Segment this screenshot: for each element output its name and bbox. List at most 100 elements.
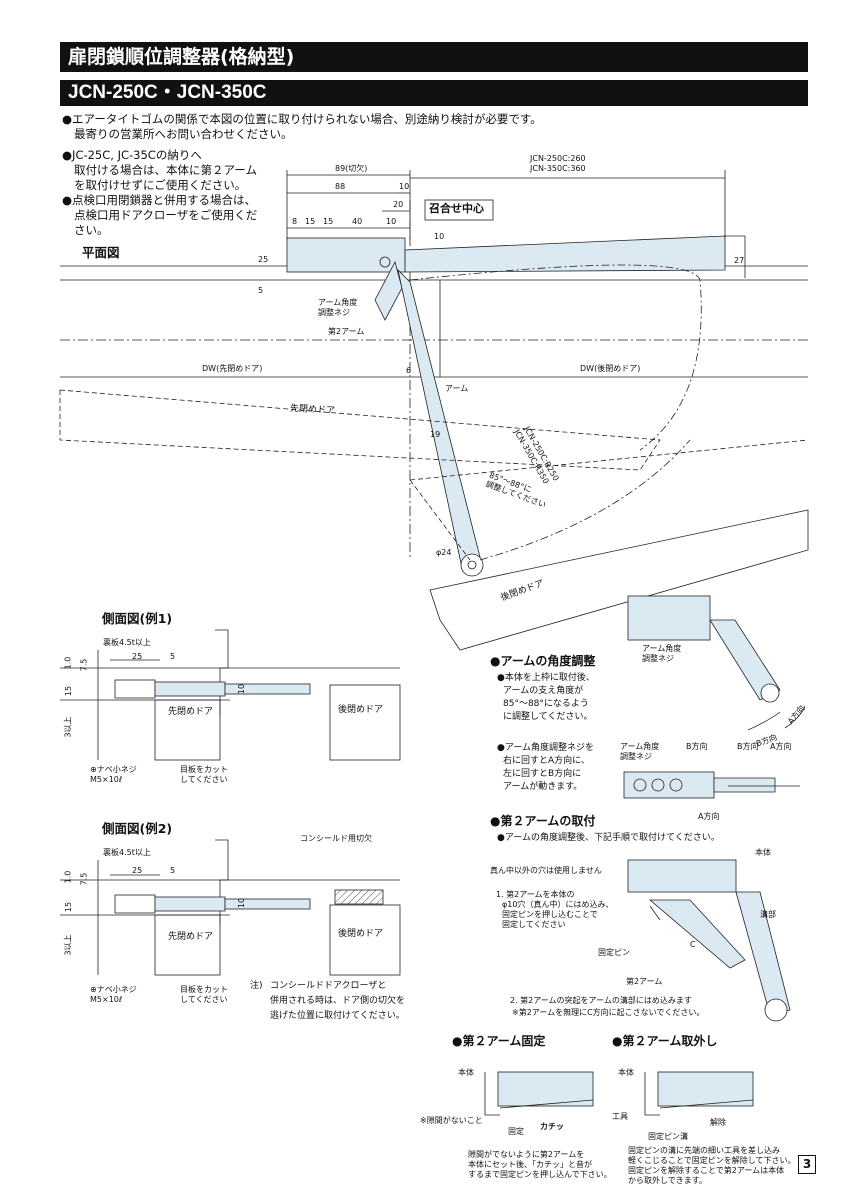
side2-d5: 5: [170, 866, 176, 875]
plan-arm-roller: [460, 553, 484, 577]
install-groove: 溝部: [760, 910, 776, 919]
note-inspection-line1: 点検口用閉鎖器と併用する場合は、: [62, 193, 282, 208]
fix-body-label: 本体: [458, 1068, 474, 1077]
install-intro: ●アームの角度調整後、下記手順で取付けてください。: [497, 833, 720, 843]
fix-desc1: 隙間がでないように第2アームを: [468, 1150, 585, 1159]
remove-release: 解除: [710, 1118, 726, 1127]
remove-desc3: 固定ピンを解除することで第2アームは本体: [628, 1166, 785, 1175]
arm-adjust-t2-1: ●アーム角度調整ネジを: [497, 743, 595, 753]
dim-27: 27: [734, 256, 745, 265]
side1-screw1: ⊕ナベ小ネジ: [90, 765, 137, 774]
adjust-hole: [651, 778, 665, 792]
install-step1-1: 1. 第2アームを本体の: [496, 890, 575, 899]
side1-d10: 10: [237, 683, 247, 695]
side2-rail: [154, 896, 226, 912]
adjust-body: [627, 595, 711, 641]
dim-20: 20: [393, 200, 404, 209]
dim-88: 88: [335, 182, 346, 191]
side1-d25: 25: [132, 652, 143, 661]
adjust-hole: [669, 778, 683, 792]
side1-first-door: [154, 699, 221, 761]
remove-body-label: 本体: [618, 1068, 634, 1077]
page-title: 扉閉鎖順位調整器(格納型): [68, 46, 295, 68]
install-roller: [764, 998, 788, 1022]
remove-arm: [659, 1099, 754, 1109]
note-jc-line3: を取付けせずにご使用ください。: [74, 178, 247, 192]
fix-click: カチッ: [540, 1122, 564, 1131]
remove-frame: [644, 1072, 660, 1116]
side1-body: [114, 679, 156, 699]
plan-closer-rail: [404, 235, 726, 273]
dim-5: 5: [258, 286, 264, 295]
side2-frame: [215, 839, 229, 925]
install-step2: 2. 第2アームの突起をアームの溝部にはめ込みます: [510, 996, 692, 1005]
side2-d3: 3以上: [63, 934, 73, 956]
side2-d1_0: 1.0: [63, 870, 73, 884]
side2-note3: 逃げた位置に取付けてください。: [270, 1011, 405, 1021]
side1-title: 側面図(例1): [102, 611, 173, 626]
side1-after-door: [329, 684, 401, 761]
dim-40: 40: [352, 217, 363, 226]
side1-d15: 15: [64, 685, 74, 697]
fix-desc2: 本体にセット後、「カチッ」と音が: [468, 1160, 592, 1169]
side1-after-door: 後閉めドア: [338, 705, 384, 715]
note-airtight-line1: エアータイトゴムの関係で本図の位置に取り付けられない場合、別途納り検討が必要です…: [62, 112, 662, 127]
adjust-arrow-b: [747, 711, 781, 731]
side2-back-plate: 裏板4.5t以上: [103, 848, 151, 857]
arm-adjust-title: ●アームの角度調整: [490, 654, 596, 668]
plan-radius-arc: [409, 264, 702, 451]
side1-d1_0: 1.0: [63, 656, 73, 670]
dw-first-door: DW(先閉めドア): [202, 364, 263, 373]
adjust-dir-a2: A方向: [698, 812, 720, 821]
adjust-dir-b2: B方向: [737, 742, 759, 751]
plan-pivot-circle: [379, 256, 391, 268]
fix-frame: [484, 1072, 500, 1116]
arm-adjust-t1-2: アームの支え角度が: [503, 686, 584, 696]
plan-arm-screw-label2: 調整ネジ: [318, 308, 350, 317]
dim-15b: 15: [323, 217, 334, 226]
side1-cut1: 目板をカット: [180, 765, 228, 774]
side2-screw2: M5×10ℓ: [90, 995, 123, 1004]
side1-cut2: してください: [180, 775, 228, 784]
adjust-hole: [633, 778, 647, 792]
install-body: [627, 859, 737, 893]
dim-10b: 10: [386, 217, 397, 226]
install-body-label: 本体: [755, 848, 771, 857]
dim-phi24: φ24: [436, 548, 452, 557]
note-jc-line1: JC-25C, JC-35Cの納りへ: [62, 148, 282, 163]
side2-d25: 25: [132, 866, 143, 875]
dim-6: 6: [406, 366, 412, 375]
install-step1-4: 固定してください: [502, 920, 566, 929]
side2-concealed-cut: [334, 889, 384, 905]
arm-adjust-t2-2: 右に回すとA方向に、: [503, 756, 590, 766]
side2-screw1: ⊕ナベ小ネジ: [90, 985, 137, 994]
install-second-arm: [648, 899, 746, 969]
side2-rod: [224, 898, 311, 910]
remove-pin-groove: 固定ピン溝: [648, 1132, 688, 1141]
note-inspection-line3: さい。: [74, 223, 109, 237]
note-airtight-line2: 最寄りの営業所へお問い合わせください。: [74, 127, 293, 141]
length-250: JCN-250C:260: [530, 154, 586, 163]
side1-rod: [224, 683, 311, 695]
side1-d5: 5: [170, 652, 176, 661]
plan-title: 平面図: [82, 245, 120, 260]
model-title: JCN-250C・JCN-350C: [68, 82, 267, 103]
install-step1-3: 固定ピンを押し込むことで: [502, 910, 598, 919]
side2-d10: 10: [237, 897, 247, 909]
arm-adjust-t1-3: 85°〜88°になるよう: [503, 699, 589, 709]
note-jc: JC-25C, JC-35Cの納りへ 取付ける場合は、本体に第２アーム を取付け…: [62, 148, 282, 238]
adjust-roller: [760, 683, 780, 703]
plan-after-door-open: [409, 439, 809, 561]
fix-no-gap: ※隙間がないこと: [420, 1116, 483, 1125]
arm-adjust-t1-1: ●本体を上枠に取付後、: [497, 673, 595, 683]
dim-19: 19: [430, 430, 441, 439]
remove-desc1: 固定ピンの溝に先端の細い工具を差し込み: [628, 1146, 780, 1155]
side2-note1: コンシールドドアクローザと: [270, 981, 387, 991]
side2-title: 側面図(例2): [102, 821, 173, 836]
plan-arm-screw-label1: アーム角度: [318, 298, 358, 307]
install-arm: [735, 891, 791, 1016]
install-title: ●第２アームの取付: [490, 814, 596, 828]
dim-89: 89(切欠): [335, 164, 368, 173]
adjust-arm-side: [713, 777, 776, 793]
